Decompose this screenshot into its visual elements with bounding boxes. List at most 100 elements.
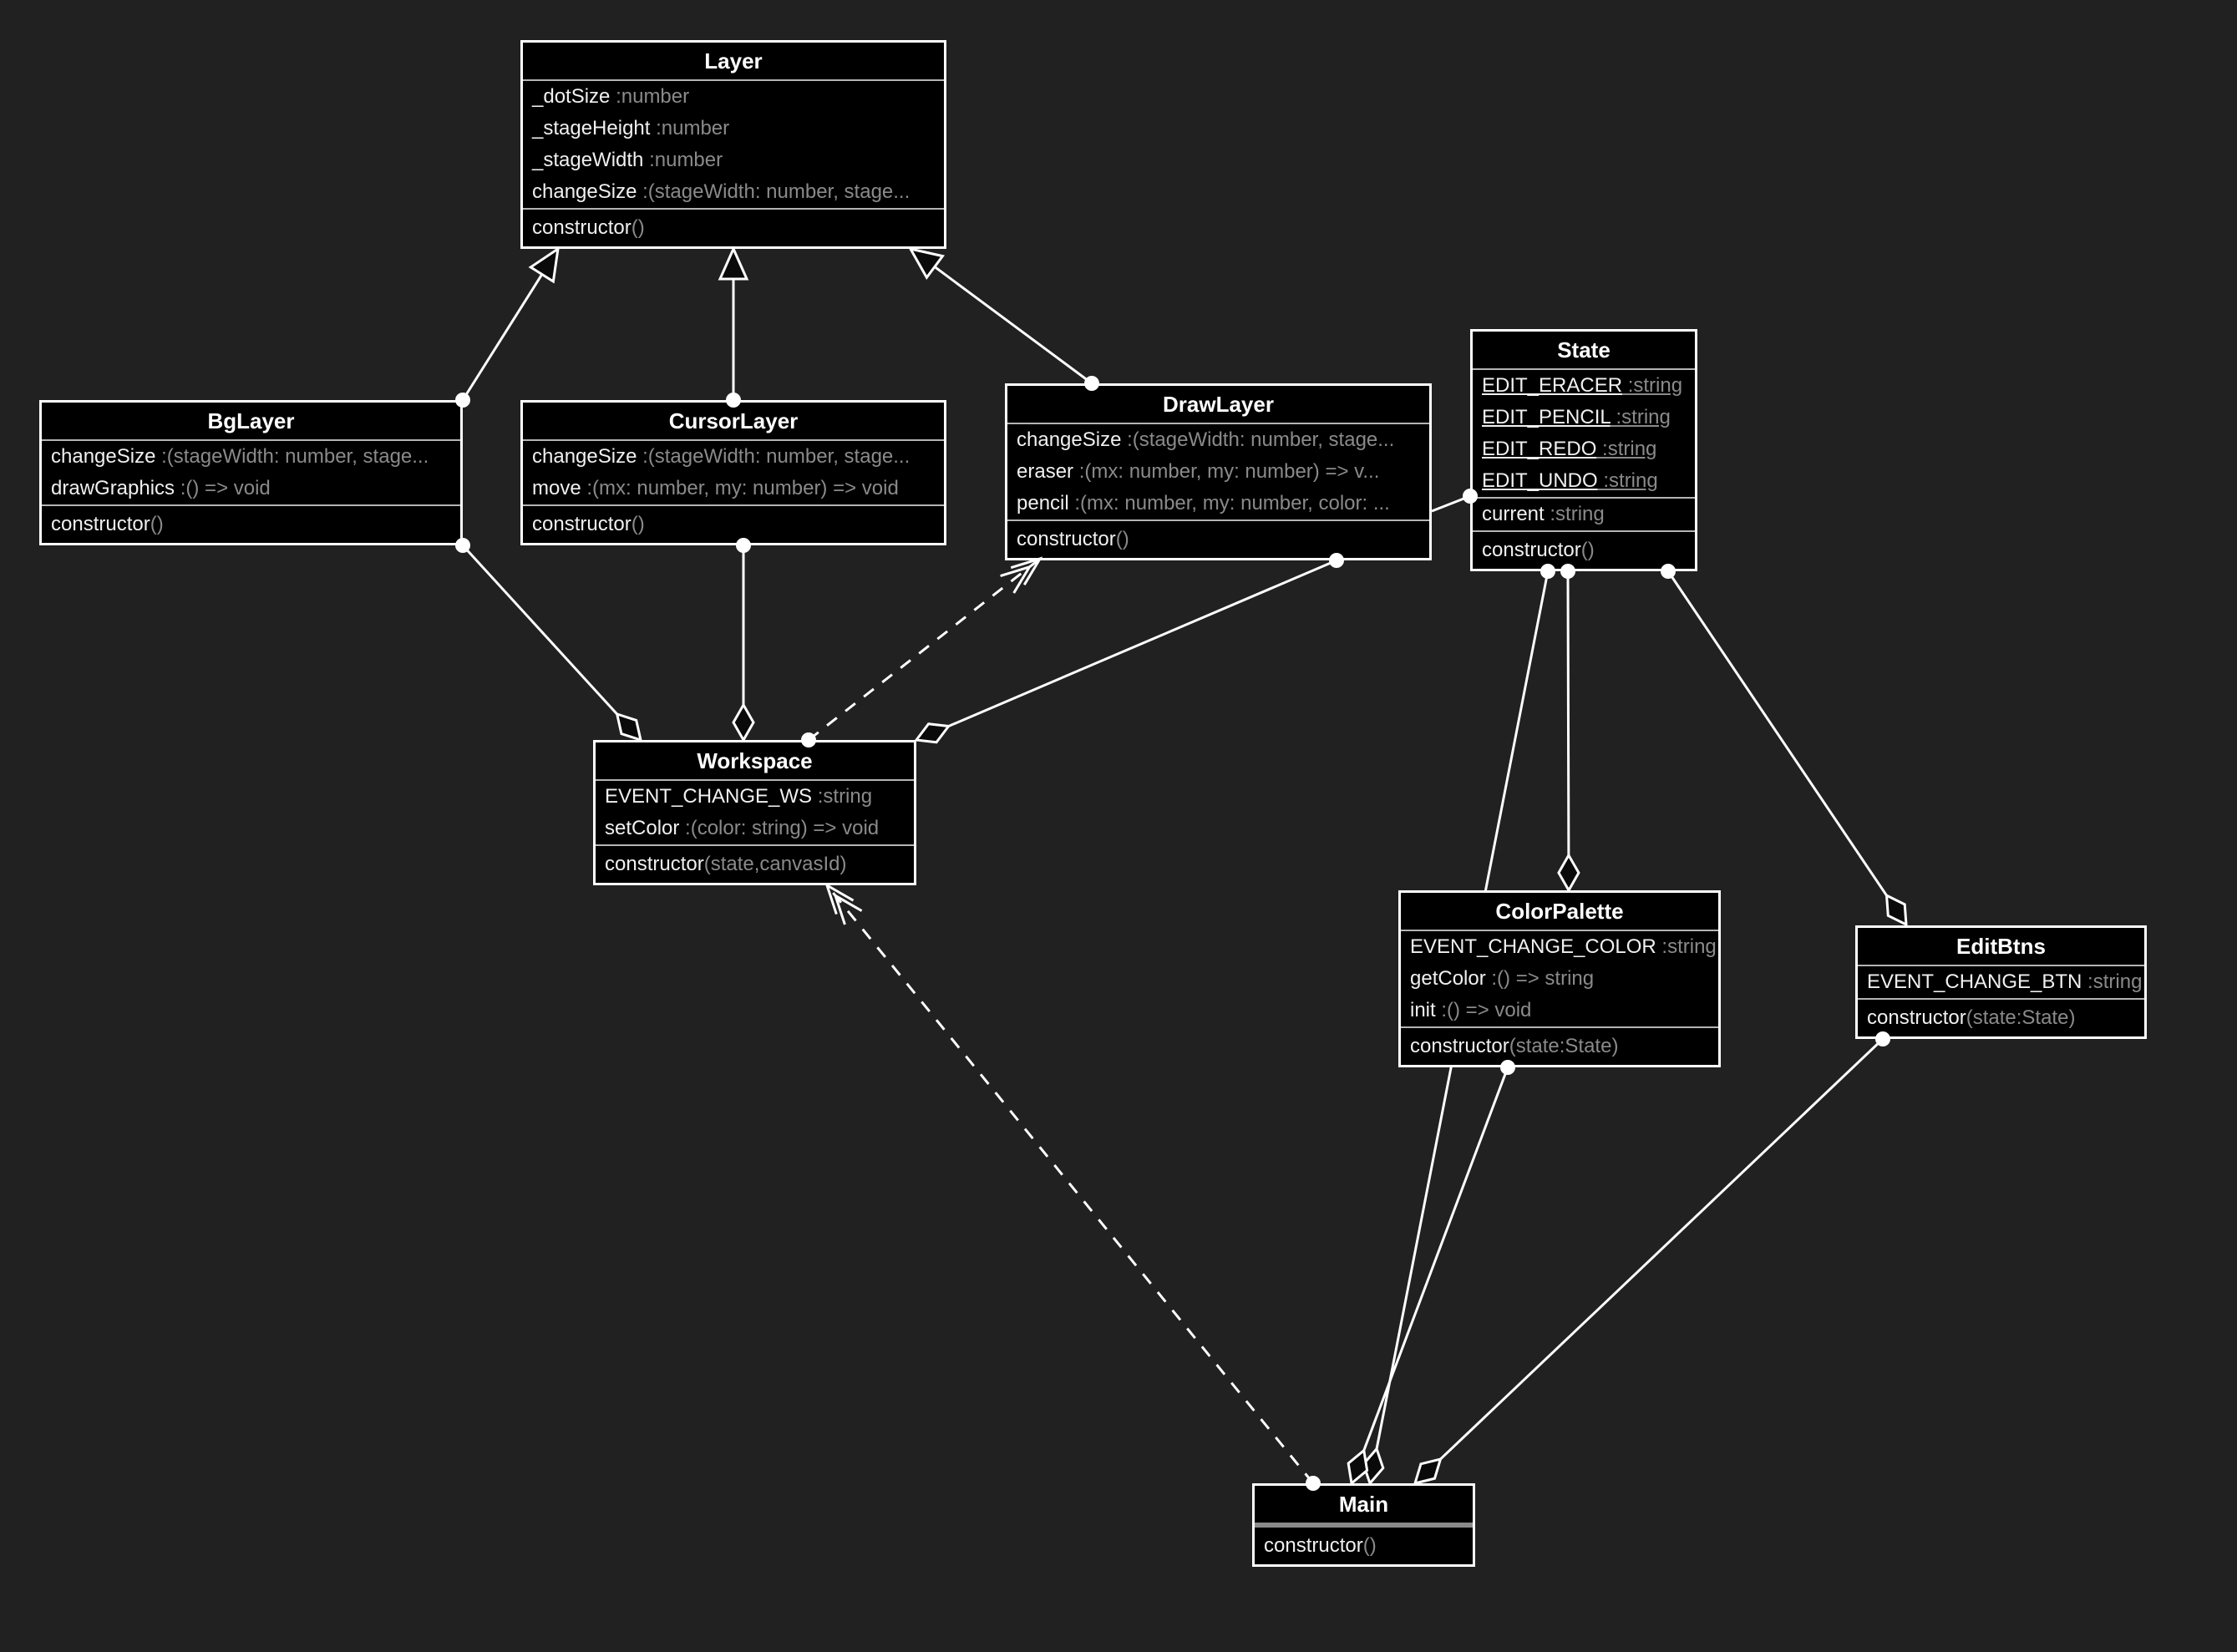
relationship-line-inheritance — [934, 266, 1093, 385]
member-row: constructor() — [1473, 532, 1695, 569]
member-row: EDIT_UNDO :string — [1473, 465, 1695, 497]
member-row: _dotSize :number — [523, 81, 944, 113]
member-type: :string — [2082, 970, 2143, 993]
relationship-line-aggregation — [461, 544, 618, 716]
member-name: EDIT_ERACER — [1482, 374, 1623, 397]
methods-section: constructor() — [1255, 1528, 1473, 1564]
member-type: :number — [650, 117, 730, 139]
member-row: eraser :(mx: number, my: number) => v... — [1007, 456, 1429, 488]
member-type: :(mx: number, my: number) => void — [581, 477, 899, 499]
inheritance-arrowhead — [908, 246, 946, 281]
class-box-layer[interactable]: Layer_dotSize :number_stageHeight :numbe… — [520, 40, 946, 249]
member-name: constructor — [532, 513, 632, 535]
inheritance-arrowhead — [528, 246, 560, 284]
member-row: _stageWidth :number — [523, 144, 944, 176]
member-name: constructor — [1264, 1534, 1363, 1557]
member-name: changeSize — [532, 180, 637, 203]
relationship-line-aggregation — [948, 559, 1337, 727]
methods-section: constructor() — [523, 504, 944, 543]
member-row: current :string — [1473, 499, 1695, 530]
member-type: :(stageWidth: number, stage... — [155, 445, 429, 468]
attributes-section: current :string — [1473, 497, 1695, 530]
member-row: getColor :() => string — [1401, 963, 1718, 995]
member-name: EVENT_CHANGE_COLOR — [1410, 935, 1656, 958]
member-type: :(stageWidth: number, stage... — [637, 445, 911, 468]
member-name: eraser — [1017, 460, 1074, 483]
member-name: setColor — [605, 817, 680, 839]
member-row: _stageHeight :number — [523, 113, 944, 144]
member-name: constructor — [51, 513, 150, 535]
member-name: EDIT_REDO — [1482, 438, 1597, 460]
aggregation-diamond — [1884, 893, 1908, 927]
member-type: :() => string — [1485, 967, 1595, 990]
member-row: changeSize :(stageWidth: number, stage..… — [523, 176, 944, 208]
member-name: EVENT_CHANGE_WS — [605, 785, 813, 808]
member-row: constructor() — [1007, 521, 1429, 558]
member-name: constructor — [605, 853, 704, 875]
attributes-section: changeSize :(stageWidth: number, stage..… — [1007, 424, 1429, 519]
member-row: changeSize :(stageWidth: number, stage..… — [1007, 424, 1429, 456]
member-type: () — [631, 216, 645, 239]
methods-section: constructor(state:State) — [1858, 998, 2144, 1036]
member-row: constructor() — [523, 210, 944, 246]
member-row: changeSize :(stageWidth: number, stage..… — [523, 441, 944, 473]
aggregation-diamond — [1362, 1446, 1385, 1486]
class-title: BgLayer — [42, 403, 460, 441]
dependency-arrowhead — [824, 882, 855, 915]
member-type: :string — [1622, 374, 1683, 397]
member-row: EDIT_PENCIL :string — [1473, 402, 1695, 433]
member-name: EVENT_CHANGE_BTN — [1867, 970, 2082, 993]
relationship-line-dependency — [808, 557, 1041, 742]
class-title: Workspace — [596, 742, 914, 781]
member-name: drawGraphics — [51, 477, 175, 499]
methods-section: constructor(state,canvasId) — [596, 844, 914, 883]
methods-section: constructor(state:State) — [1401, 1026, 1718, 1065]
member-row: setColor :(color: string) => void — [596, 813, 914, 844]
member-type: :() => void — [1435, 999, 1532, 1021]
member-type: :string — [1597, 469, 1658, 492]
member-type: :() => void — [175, 477, 271, 499]
aggregation-diamond — [615, 712, 643, 742]
member-name: _dotSize — [532, 85, 611, 108]
relationship-line-association — [1431, 494, 1471, 513]
aggregation-diamond — [732, 702, 755, 743]
relationship-line-dependency — [825, 884, 1315, 1484]
member-name: changeSize — [1017, 428, 1122, 451]
member-name: changeSize — [532, 445, 637, 468]
member-type: :string — [812, 785, 873, 808]
methods-section: constructor() — [1007, 519, 1429, 558]
member-row: constructor(state:State) — [1858, 1000, 2144, 1036]
member-type: :(mx: number, my: number) => v... — [1073, 460, 1380, 483]
member-name: current — [1482, 503, 1545, 525]
member-type: (state,canvasId) — [703, 853, 847, 875]
attributes-section: EVENT_CHANGE_WS :string setColor :(color:… — [596, 781, 914, 844]
attributes-section: EVENT_CHANGE_BTN :string — [1858, 966, 2144, 998]
member-type: :number — [610, 85, 690, 108]
attributes-section: _dotSize :number_stageHeight :number_sta… — [523, 81, 944, 208]
member-name: _stageWidth — [532, 149, 644, 171]
member-type: :string — [1544, 503, 1605, 525]
dependency-arrowhead — [1010, 556, 1043, 585]
member-type: (state:State) — [1509, 1035, 1619, 1057]
relationship-line-inheritance — [461, 273, 544, 401]
member-type: () — [1115, 528, 1129, 550]
class-title: State — [1473, 332, 1695, 370]
member-type: :(color: string) => void — [679, 817, 880, 839]
attributes-section: changeSize :(stageWidth: number, stage..… — [523, 441, 944, 504]
aggregation-diamond — [914, 722, 951, 744]
relationship-line-aggregation — [1362, 1067, 1509, 1452]
member-row: constructor() — [1255, 1528, 1473, 1564]
aggregation-diamond — [1413, 1457, 1443, 1486]
class-title: CursorLayer — [523, 403, 944, 441]
member-name: constructor — [532, 216, 632, 239]
relationship-line-aggregation — [1439, 1037, 1884, 1461]
